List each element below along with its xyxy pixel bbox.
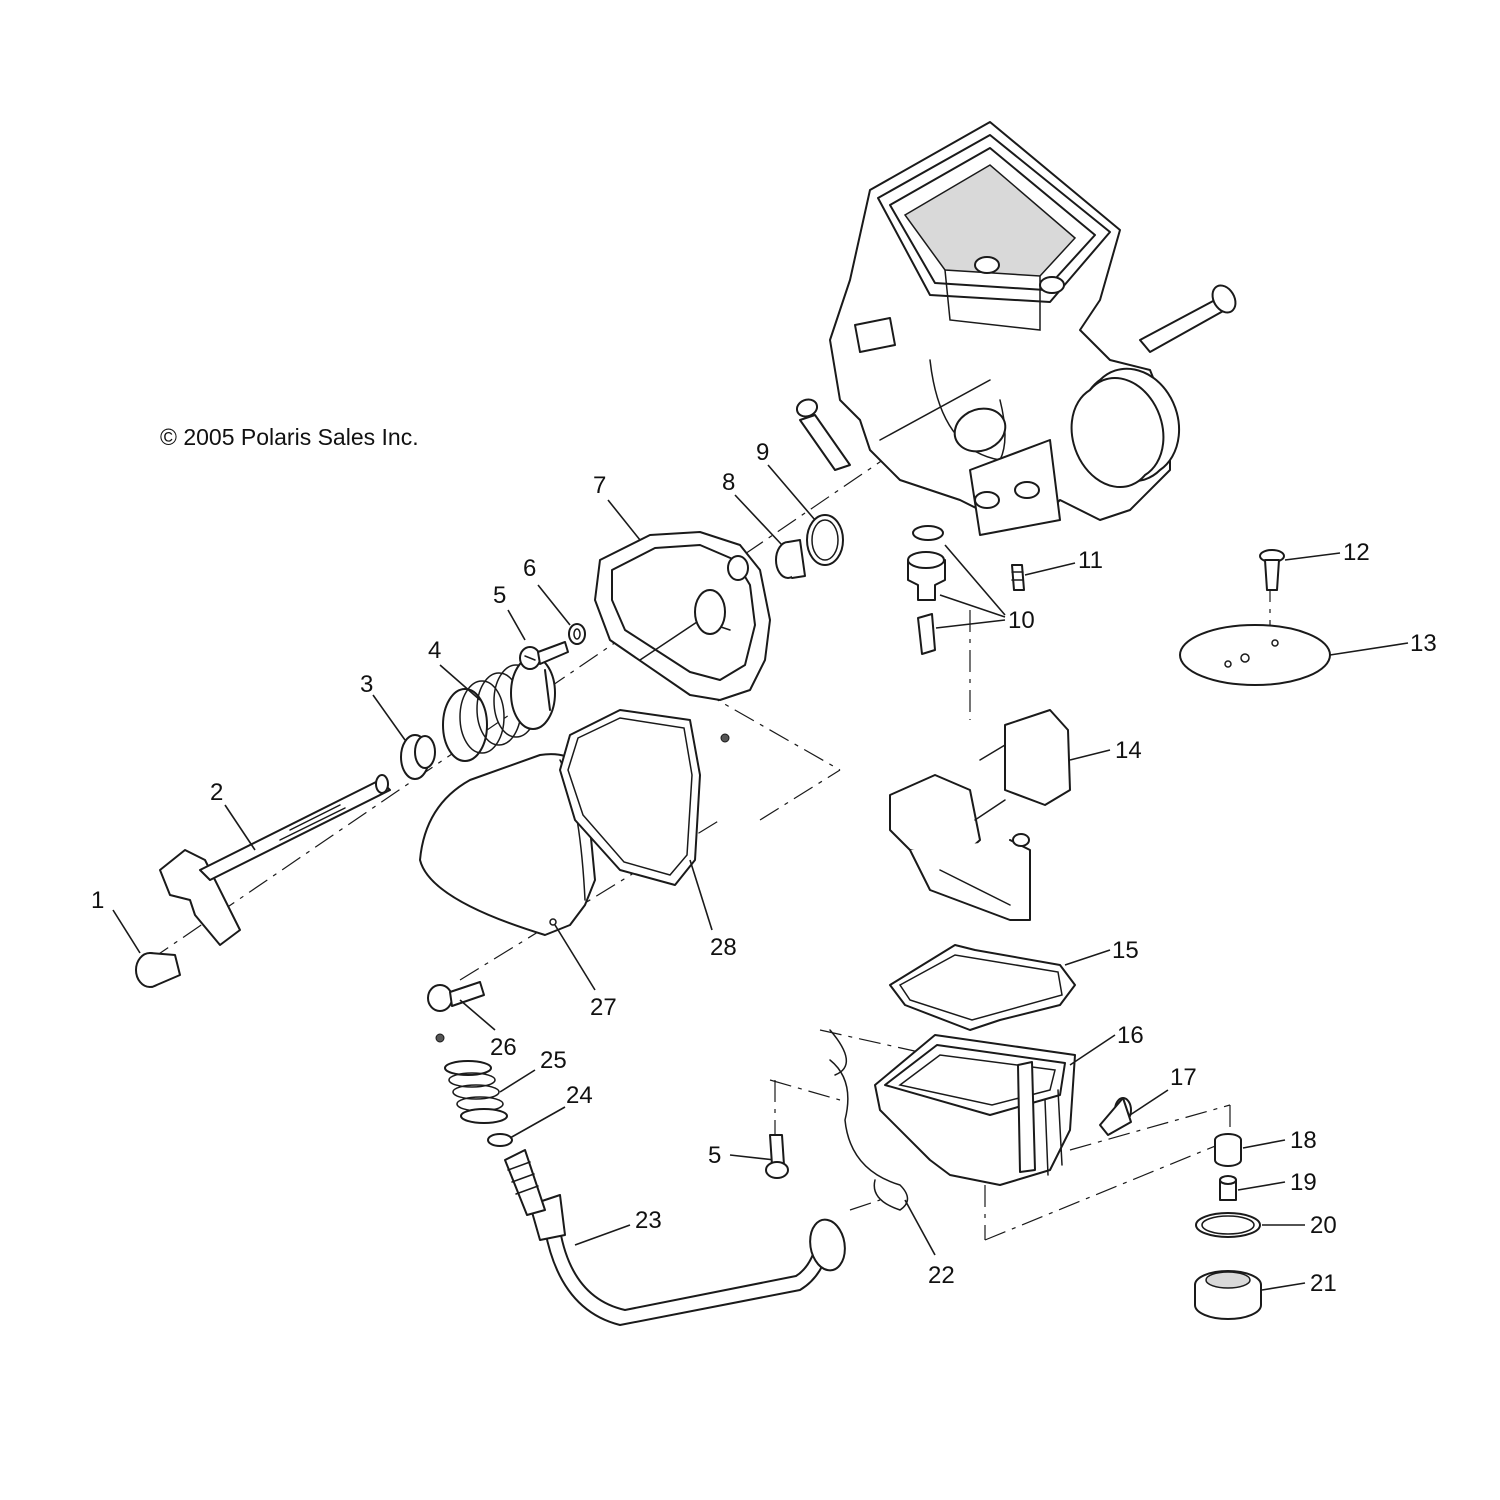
part-8-sleeve bbox=[775, 539, 806, 579]
callout-23: 23 bbox=[635, 1207, 662, 1234]
callout-21: 21 bbox=[1310, 1270, 1337, 1297]
part-5-screw-lower bbox=[765, 1134, 789, 1179]
callout-10: 10 bbox=[1008, 607, 1035, 634]
callout-15: 15 bbox=[1112, 937, 1139, 964]
part-1-plug bbox=[135, 952, 181, 988]
callout-19: 19 bbox=[1290, 1169, 1317, 1196]
part-20-o-ring bbox=[1195, 1212, 1261, 1238]
part-15-float-bowl-gasket bbox=[889, 944, 1076, 1031]
part-12-screw bbox=[1259, 549, 1285, 591]
callout-6: 6 bbox=[523, 555, 536, 582]
callout-12: 12 bbox=[1343, 539, 1370, 566]
part-16-float-bowl bbox=[874, 1034, 1076, 1186]
callout-25: 25 bbox=[540, 1047, 567, 1074]
callout-5-lower: 5 bbox=[708, 1142, 721, 1169]
part-14-float bbox=[889, 709, 1071, 921]
part-6-washer bbox=[568, 623, 586, 645]
callout-13: 13 bbox=[1410, 630, 1437, 657]
callout-5-upper: 5 bbox=[493, 582, 506, 609]
callout-11: 11 bbox=[1078, 547, 1103, 574]
part-21-drain-plug bbox=[1194, 1270, 1262, 1320]
part-23-drain-tube bbox=[504, 1149, 846, 1326]
part-19-main-jet bbox=[1219, 1175, 1237, 1201]
part-17-drain-screw bbox=[1099, 1097, 1132, 1136]
part-13-diaphragm-plate bbox=[1179, 624, 1331, 686]
part-7-cover-housing bbox=[594, 531, 771, 743]
callout-24: 24 bbox=[566, 1082, 593, 1109]
callout-2: 2 bbox=[210, 779, 223, 806]
part-25-spring bbox=[435, 1033, 508, 1124]
callout-17: 17 bbox=[1170, 1064, 1197, 1091]
callout-27: 27 bbox=[590, 994, 617, 1021]
part-18-collar bbox=[1214, 1133, 1242, 1167]
callout-3: 3 bbox=[360, 671, 373, 698]
part-4-coil-spring bbox=[442, 656, 556, 762]
callout-20: 20 bbox=[1310, 1212, 1337, 1239]
callout-8: 8 bbox=[722, 469, 735, 496]
part-24-washer bbox=[487, 1133, 513, 1147]
callout-26: 26 bbox=[490, 1034, 517, 1061]
part-26-screw bbox=[427, 981, 485, 1012]
carburetor-body bbox=[795, 121, 1237, 536]
part-9-o-ring bbox=[806, 514, 844, 566]
leader-lines bbox=[112, 464, 1409, 1291]
copyright-notice: © 2005 Polaris Sales Inc. bbox=[160, 424, 419, 450]
callout-14: 14 bbox=[1115, 737, 1142, 764]
part-3-washer bbox=[400, 734, 436, 780]
callout-22: 22 bbox=[928, 1262, 955, 1289]
part-22-clip bbox=[829, 1029, 909, 1211]
callout-18: 18 bbox=[1290, 1127, 1317, 1154]
callout-7: 7 bbox=[593, 472, 606, 499]
part-5-screw-upper bbox=[519, 641, 569, 670]
part-2-throttle-shaft bbox=[159, 774, 391, 946]
callout-labels: 1 2 3 4 5 6 7 8 9 10 11 12 13 14 15 16 1… bbox=[91, 439, 1437, 1297]
callout-9: 9 bbox=[756, 439, 769, 466]
part-11-pilot-jet bbox=[1011, 564, 1025, 591]
callout-4: 4 bbox=[428, 637, 441, 664]
callout-28: 28 bbox=[710, 934, 737, 961]
part-10-jets bbox=[907, 525, 946, 655]
part-28-cover-gasket bbox=[559, 709, 701, 886]
callout-1: 1 bbox=[91, 887, 104, 914]
callout-16: 16 bbox=[1117, 1022, 1144, 1049]
assembly-axis-lines bbox=[149, 379, 1271, 1241]
